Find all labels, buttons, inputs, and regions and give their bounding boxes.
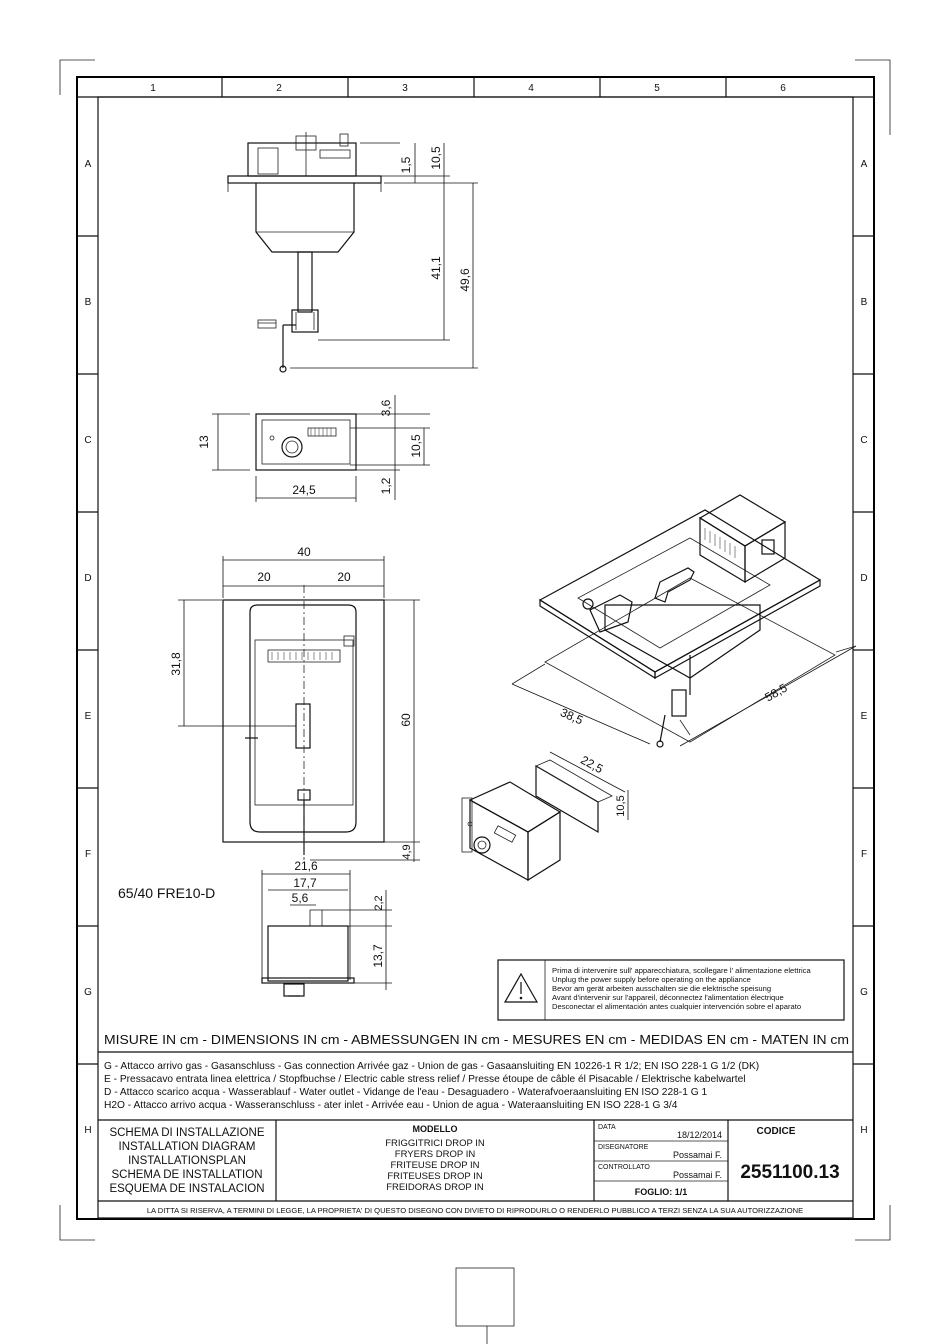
dim-60: 60: [399, 713, 413, 727]
col-label-4: 4: [528, 83, 534, 94]
row-label-a: A: [85, 159, 92, 170]
dim-58-5: 58,5: [762, 680, 790, 704]
warning-triangle-icon: [503, 972, 539, 1003]
dim-20-left: 20: [257, 570, 271, 584]
row-label-a-right: A: [861, 159, 868, 170]
col-label-5: 5: [654, 83, 660, 94]
dim-41-1: 41,1: [429, 256, 443, 280]
warning-line-5: Desconectar el alimentación antes cualqu…: [552, 1002, 801, 1011]
schema-en: INSTALLATION DIAGRAM: [119, 1141, 256, 1153]
schema-es: ESQUEMA DE INSTALACION: [109, 1183, 264, 1195]
modello-de: FRITEUSE DROP IN: [390, 1160, 479, 1171]
data-label: DATA: [598, 1124, 616, 1131]
col-label-6: 6: [780, 83, 786, 94]
column-dividers: [221, 77, 727, 97]
inner-frame: [97, 96, 854, 1219]
row-label-b: B: [85, 297, 92, 308]
col-label-3: 3: [402, 83, 408, 94]
warning-line-3: Bevor am gerät arbeiten ausschalten sie …: [552, 984, 771, 993]
row-label-f-right: F: [861, 849, 867, 860]
row-dividers: [77, 235, 874, 1065]
dim-5-6: 5,6: [292, 891, 309, 905]
row-label-b-right: B: [861, 297, 868, 308]
row-label-g: G: [84, 987, 92, 998]
schema-de: INSTALLATIONSPLAN: [128, 1155, 246, 1167]
dim-10-5-panel: 10,5: [615, 795, 627, 816]
dim-20-right: 20: [337, 570, 351, 584]
dim-13-7: 13,7: [371, 944, 385, 968]
dim-40: 40: [297, 545, 311, 559]
row-label-c-right: C: [860, 435, 867, 446]
side-section-view: 1,5 10,5 41,1 49,6: [227, 132, 478, 373]
units-line: MISURE IN cm - DIMENSIONS IN cm - ABMESS…: [104, 1033, 849, 1047]
dim-49-6: 49,6: [458, 268, 472, 292]
modello-label: MODELLO: [413, 1124, 458, 1134]
row-label-h: H: [84, 1125, 91, 1136]
disegnatore-value: Possamai F.: [673, 1150, 722, 1160]
data-value: 18/12/2014: [677, 1130, 722, 1140]
dim-10-5: 10,5: [429, 146, 443, 170]
warning-line-2: Unplug the power supply before operating…: [552, 975, 751, 984]
controllato-value: Possamai F.: [673, 1170, 722, 1180]
dim-13: 13: [197, 435, 211, 449]
modello-es: FREIDORAS DROP IN: [386, 1182, 484, 1193]
dim-31-8: 31,8: [169, 652, 183, 676]
disclaimer: LA DITTA SI RISERVA, A TERMINI DI LEGGE,…: [147, 1206, 803, 1215]
row-label-h-right: H: [860, 1125, 867, 1136]
dim-38-5: 38,5: [558, 705, 585, 727]
dim-1-5: 1,5: [399, 156, 413, 173]
codice-label: CODICE: [757, 1126, 796, 1137]
codice-value: 2551100.13: [740, 1162, 839, 1183]
dim-22-5: 22,5: [578, 753, 605, 776]
modello-en: FRYERS DROP IN: [395, 1149, 476, 1160]
row-label-e-right: E: [861, 711, 868, 722]
top-plan-view: 40 20 20 31,8 60 4,9: [169, 545, 420, 862]
crop-marks: [59, 59, 891, 1241]
dim-3-6: 3,6: [379, 399, 393, 416]
front-panel-view: 13 24,5 3,6 10,5 1,2: [197, 395, 430, 502]
row-label-f: F: [85, 849, 91, 860]
controllato-label: CONTROLLATO: [598, 1164, 650, 1171]
model-code-label: 65/40 FRE10-D: [118, 885, 215, 901]
dim-2-2: 2,2: [373, 895, 385, 910]
dim-24-5: 24,5: [292, 483, 316, 497]
row-label-d-right: D: [860, 573, 867, 584]
dim-21-6: 21,6: [294, 859, 318, 873]
legend-electric: E - Pressacavo entrata linea elettrica /…: [104, 1074, 746, 1085]
page-marker-box: [455, 1267, 515, 1327]
row-label-g-right: G: [860, 987, 868, 998]
legend-drain: D - Attacco scarico acqua - Wasserablauf…: [104, 1087, 707, 1098]
modello-it: FRIGGITRICI DROP IN: [385, 1138, 485, 1149]
warning-line-4: Avant d'intervenir sur l'appareil, décon…: [552, 993, 784, 1002]
row-label-d: D: [84, 573, 91, 584]
col-label-1: 1: [150, 83, 156, 94]
legend-water: H2O - Attacco arrivo acqua - Wasseransch…: [104, 1100, 678, 1111]
disegnatore-label: DISEGNATORE: [598, 1144, 649, 1151]
warning-box: Prima di intervenire sull' apparecchiatu…: [497, 959, 845, 1021]
dim-10-5-c: 10,5: [409, 434, 423, 458]
isometric-view: 38,5 58,5: [511, 494, 857, 748]
dim-17-7: 17,7: [293, 876, 317, 890]
title-block: SCHEMA DI INSTALLAZIONE INSTALLATION DIA…: [98, 1119, 853, 1202]
modello-fr: FRITEUSES DROP IN: [387, 1171, 483, 1182]
burner-box-view: 21,6 17,7 5,6 2,2 13,7: [261, 859, 392, 997]
dim-4-9: 4,9: [401, 844, 413, 859]
col-label-2: 2: [276, 83, 282, 94]
schema-it: SCHEMA DI INSTALLAZIONE: [109, 1127, 264, 1139]
schema-fr: SCHEMA DE INSTALLATION: [111, 1169, 262, 1181]
warning-line-1: Prima di intervenire sull' apparecchiatu…: [552, 966, 811, 975]
row-label-c: C: [84, 435, 91, 446]
legend-gas: G - Attacco arrivo gas - Gasanschluss - …: [104, 1061, 759, 1072]
foglio-value: FOGLIO: 1/1: [635, 1187, 688, 1197]
row-label-e: E: [85, 711, 92, 722]
outer-frame: [76, 76, 875, 1220]
dim-1-2: 1,2: [379, 477, 393, 494]
exploded-panel-view: 22,5 10,5: [461, 751, 629, 882]
